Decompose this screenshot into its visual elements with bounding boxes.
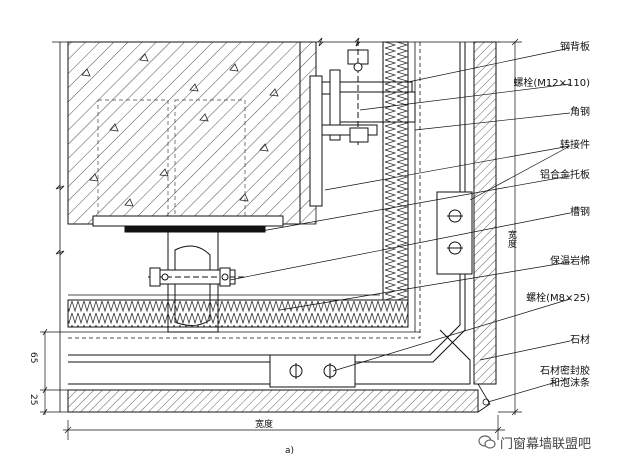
- label-angle-steel: 角钢: [570, 107, 590, 118]
- label-channel-steel: 槽钢: [570, 207, 590, 218]
- watermark: 门窗幕墙联盟吧: [478, 432, 628, 452]
- label-adapter: 转接件: [560, 140, 590, 151]
- angle-steel: [68, 42, 471, 385]
- label-steel-backplate: 钢背板: [560, 42, 590, 53]
- rock-wool-vertical: [382, 41, 409, 301]
- label-stone: 石材: [570, 335, 590, 346]
- alu-backing-plate: [68, 42, 421, 339]
- wechat-icon: [478, 435, 496, 449]
- rock-wool-horizontal: [67, 299, 409, 328]
- concrete-wall: [67, 41, 317, 225]
- label-alu-bracket: 铝合金托板: [540, 170, 590, 181]
- dim-width-right: 宽度: [506, 230, 516, 248]
- label-sealant-line1: 石材密封胶: [540, 366, 590, 377]
- figure-caption: a): [285, 446, 295, 456]
- dim-65: 65: [28, 352, 38, 364]
- break-lines: [52, 37, 500, 412]
- label-bolt-m12: 螺栓(M12×110): [513, 78, 590, 89]
- label-bolt-m8: 螺栓(M8×25): [526, 293, 590, 304]
- stone-corner: [477, 383, 491, 413]
- bolt-plate-bottom: [269, 354, 356, 388]
- stone-panel-right: [473, 41, 497, 385]
- label-sealant-line2: 和泡沫条: [550, 378, 590, 389]
- channel-steel-right: [436, 191, 473, 275]
- leader-lines: [229, 47, 571, 403]
- label-rock-wool: 保温岩棉: [550, 256, 590, 267]
- watermark-text: 门窗幕墙联盟吧: [500, 436, 592, 452]
- dim-width-bottom: 宽度: [255, 420, 274, 430]
- dimension-lines: [40, 38, 522, 440]
- stone-panel-bottom: [67, 389, 479, 413]
- dim-25: 25: [28, 394, 38, 406]
